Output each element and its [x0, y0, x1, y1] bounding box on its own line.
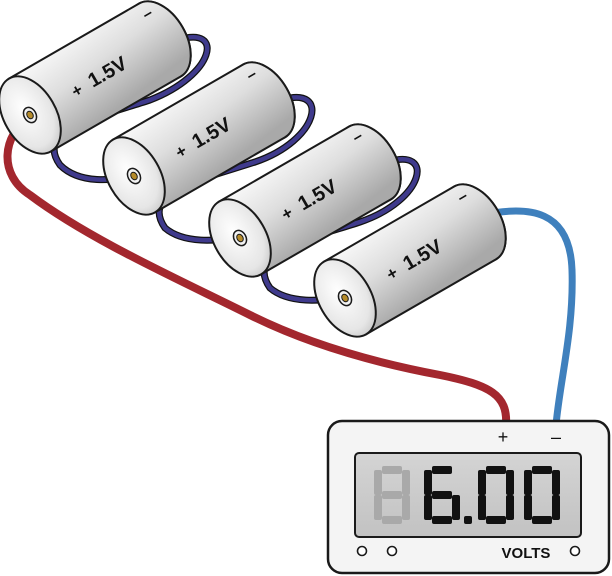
lcd-digit: [424, 466, 460, 524]
battery-1: +1.5V–: [0, 0, 192, 155]
meter-negative-terminal: –: [551, 427, 561, 447]
lcd-digit: [478, 466, 514, 524]
lcd-ghost-digit: [374, 466, 410, 524]
meter-screw-left-1: [356, 545, 368, 557]
battery-4: +1.5V–: [313, 183, 507, 338]
voltmeter: + – VOLTS: [326, 419, 611, 575]
lcd-decimal-point: [464, 516, 472, 524]
meter-positive-terminal: +: [498, 427, 509, 447]
battery-positive-terminal: [236, 233, 244, 243]
lcd-digit: [524, 466, 560, 524]
meter-unit-label: VOLTS: [502, 545, 551, 562]
meter-screw-left-2: [386, 545, 398, 557]
positive-lead-wire: [3, 113, 511, 429]
negative-lead-wire: [478, 207, 576, 429]
meter-screw-right: [569, 545, 581, 557]
battery-positive-terminal: [130, 171, 138, 181]
battery-3: +1.5V–: [208, 123, 402, 278]
battery-2: +1.5V–: [102, 61, 296, 216]
lcd-reading: [374, 466, 560, 524]
battery-positive-terminal: [341, 293, 349, 303]
battery-positive-terminal: [26, 110, 34, 120]
